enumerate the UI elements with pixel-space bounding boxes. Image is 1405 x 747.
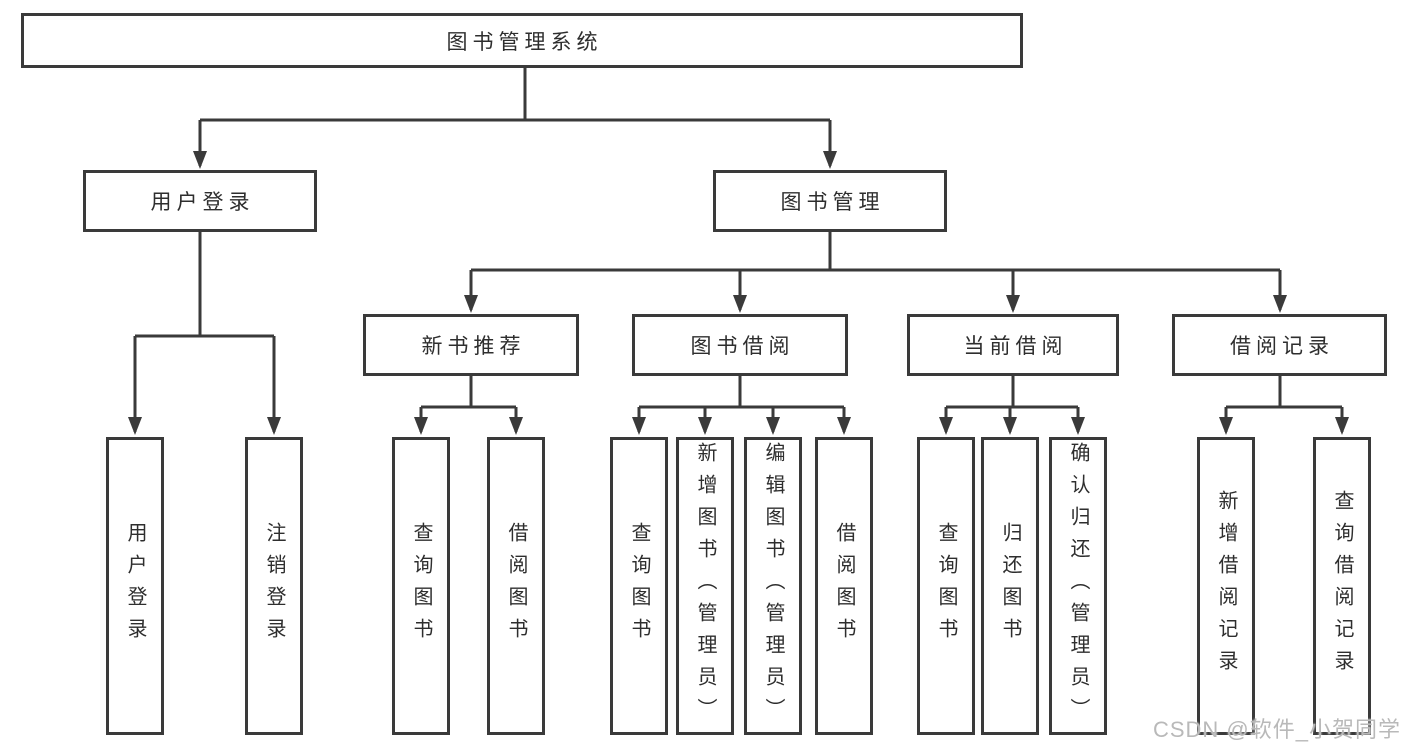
node-library-management-system: 图书管理系统 — [21, 13, 1023, 68]
connector — [946, 376, 1078, 409]
leaf-cb-query-books: 查询图书 — [917, 437, 975, 735]
connector — [639, 376, 844, 409]
connector — [421, 376, 516, 409]
connector — [200, 68, 830, 122]
node-new-book-recommend: 新书推荐 — [363, 314, 579, 376]
connector — [135, 232, 274, 338]
leaf-cb-return-books: 归还图书 — [981, 437, 1039, 735]
leaf-bb-add-books-admin: 新增图书（管理员） — [676, 437, 734, 735]
leaf-nb-query-books: 查询图书 — [392, 437, 450, 735]
leaf-cb-confirm-return-admin: 确认归还（管理员） — [1049, 437, 1107, 735]
connector — [1226, 376, 1342, 409]
node-book-management: 图书管理 — [713, 170, 947, 232]
node-current-borrow: 当前借阅 — [907, 314, 1119, 376]
leaf-logout: 注销登录 — [245, 437, 303, 735]
node-borrow-records: 借阅记录 — [1172, 314, 1387, 376]
leaf-bb-query-books: 查询图书 — [610, 437, 668, 735]
connector — [471, 232, 1280, 272]
watermark: CSDN @软件_小贺同学 — [1152, 717, 1401, 742]
leaf-nb-borrow-books: 借阅图书 — [487, 437, 545, 735]
node-book-borrow: 图书借阅 — [632, 314, 848, 376]
leaf-bb-edit-books-admin: 编辑图书（管理员） — [744, 437, 802, 735]
node-user-login: 用户登录 — [83, 170, 317, 232]
leaf-br-query-record: 查询借阅记录 — [1313, 437, 1371, 735]
leaf-bb-borrow-books: 借阅图书 — [815, 437, 873, 735]
leaf-user-login: 用户登录 — [106, 437, 164, 735]
leaf-br-add-record: 新增借阅记录 — [1197, 437, 1255, 735]
